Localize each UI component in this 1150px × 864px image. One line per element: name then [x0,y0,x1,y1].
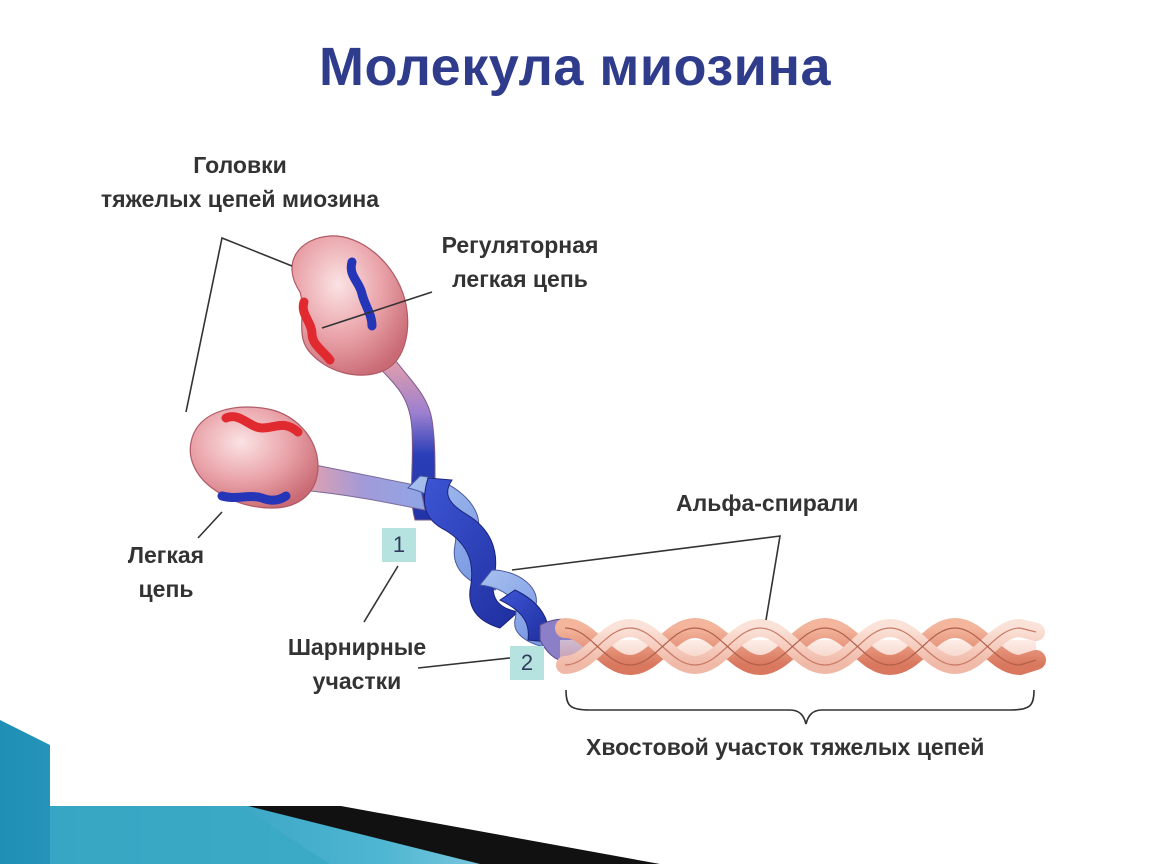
hinge-2-badge: 2 [510,646,544,680]
hinge-label-line2: участки [312,668,402,694]
heads-label-line1: Головки [193,152,287,178]
dark-stripe-decoration [240,804,660,864]
upper-head-red-chain [298,297,335,365]
alpha-bracket-line [511,535,781,621]
lower-head-red-chain [221,412,303,437]
regulatory-leader-line [321,291,433,329]
heads-label-line2: тяжелых цепей миозина [100,186,380,212]
lower-head-blue-chain [217,491,291,505]
twisted-neck-braid [407,475,561,649]
heads-bracket-line [185,236,293,413]
hinge1-leader-line [363,565,399,623]
upper-myosin-head [291,235,409,376]
page-title: Молекула миозина [318,37,832,97]
light-chain-label-line2: цепь [138,576,194,602]
tail-brace [565,689,1035,725]
hinge-regions-label: Шарнирные участки [252,630,462,698]
hinge2-leader-line [417,657,511,669]
light-chain-label-line1: Легкая [127,542,205,568]
upper-head-blue-chain [346,257,377,331]
tail-coiled-coil [555,617,1046,676]
hinge-label-line1: Шарнирные [287,634,427,660]
lower-head-neck [299,461,426,511]
regulatory-label-line1: Регуляторная [441,232,599,258]
regulatory-label-line2: легкая цепь [452,266,588,292]
tail-region-label: Хвостовой участок тяжелых цепей [586,734,985,760]
alpha-helices-label: Альфа-спирали [676,490,859,516]
hinge-1-badge: 1 [382,528,416,562]
light-chain-leader-line [197,511,223,539]
heads-label: Головки тяжелых цепей миозина [40,148,440,216]
light-chain-label: Легкая цепь [96,538,236,606]
leader-lines [185,236,1035,725]
lower-myosin-head [189,406,319,509]
regulatory-light-chain-label: Регуляторная легкая цепь [410,228,630,296]
slide-content-area [50,0,1115,806]
